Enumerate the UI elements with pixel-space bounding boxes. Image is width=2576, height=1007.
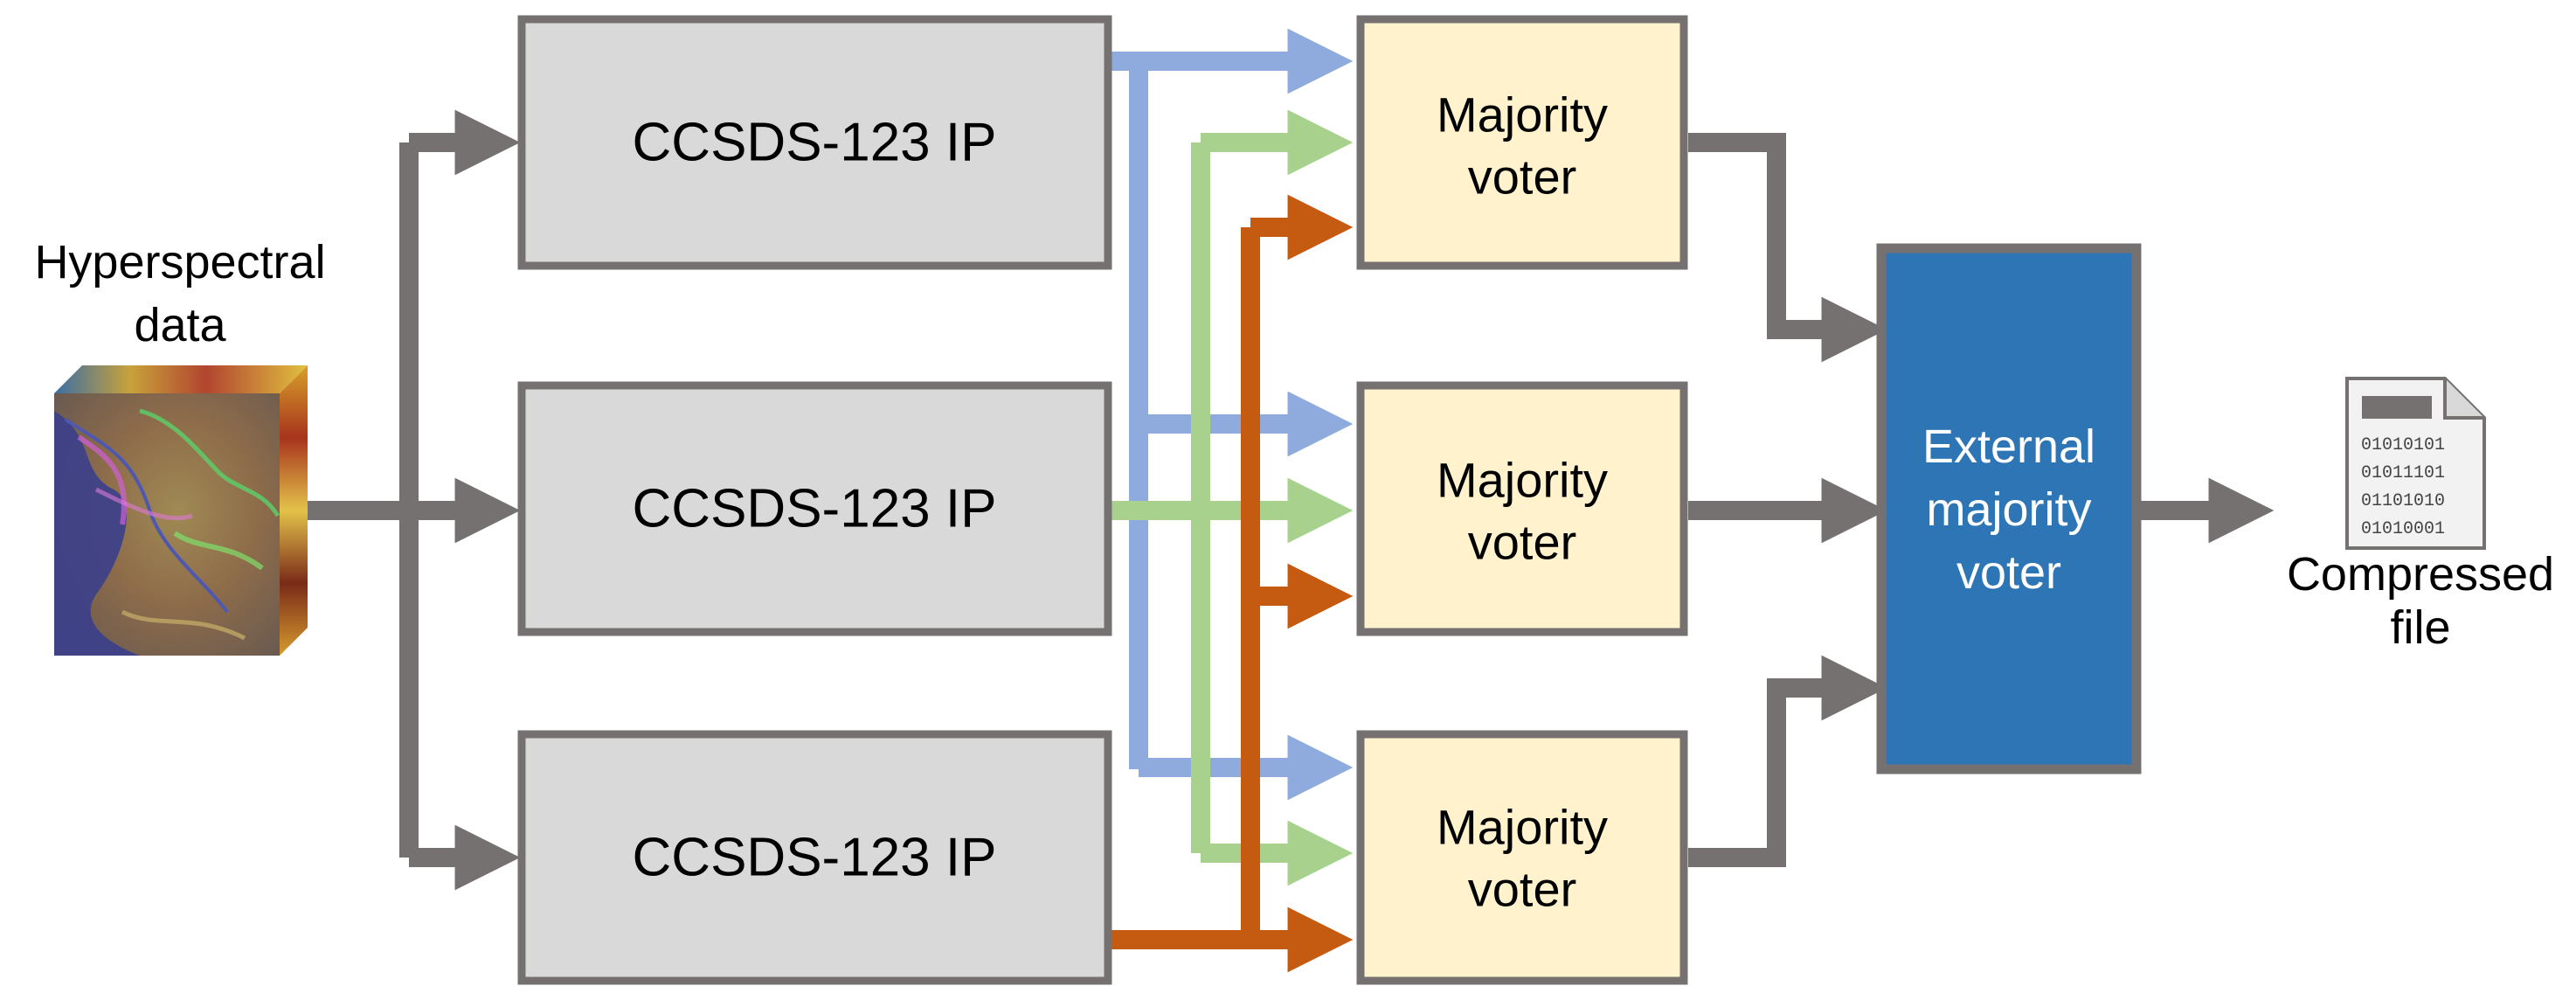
- voter-label-line-2: voter: [1468, 515, 1577, 570]
- hyperspectral-cube-icon: [54, 365, 308, 656]
- file-bits-line-4: 01010001: [2361, 519, 2445, 539]
- majority-voter-3: Majority voter: [1356, 730, 1688, 985]
- voter-label-line-2: voter: [1468, 149, 1577, 205]
- ip-block-2: CCSDS-123 IP: [517, 381, 1112, 636]
- output-label-line-1: Compressed: [2287, 548, 2554, 601]
- file-bits-line-2: 01011101: [2361, 463, 2445, 483]
- output-label-line-2: file: [2390, 601, 2450, 654]
- arrow-voter-1-to-external: [1688, 133, 1887, 363]
- voter-label-line-2: voter: [1468, 862, 1577, 917]
- voter-to-external-connectors: [1688, 133, 2275, 867]
- input-label-line-2: data: [134, 299, 226, 351]
- ip-block-label: CCSDS-123 IP: [633, 113, 997, 173]
- blue-bus: [1111, 28, 1354, 801]
- ip-block-label: CCSDS-123 IP: [633, 479, 997, 539]
- file-bits-line-3: 01101010: [2361, 491, 2445, 511]
- ip-block-3: CCSDS-123 IP: [517, 730, 1112, 985]
- file-bits-line-1: 01010101: [2361, 435, 2445, 455]
- voter-label-line-1: Majority: [1437, 800, 1608, 855]
- input-distribution-tree: [308, 109, 521, 891]
- majority-voter-2: Majority voter: [1356, 381, 1688, 636]
- majority-voter-1: Majority voter: [1356, 15, 1688, 270]
- compressed-file-icon: 01010101 01011101 01101010 01010001: [2345, 377, 2486, 550]
- external-voter-label-line-2: majority: [1926, 483, 2091, 536]
- ip-block-1: CCSDS-123 IP: [517, 15, 1112, 270]
- arrow-voter-3-to-external: [1688, 655, 1887, 867]
- ip-block-label: CCSDS-123 IP: [633, 828, 997, 888]
- external-voter-label-line-1: External: [1922, 420, 2095, 473]
- voter-label-line-1: Majority: [1437, 87, 1608, 142]
- external-majority-voter: External majority voter: [1876, 243, 2142, 774]
- orange-bus: [1111, 194, 1354, 973]
- input-label-line-1: Hyperspectral: [34, 236, 325, 288]
- voter-label-line-1: Majority: [1437, 453, 1608, 508]
- external-voter-label-line-3: voter: [1956, 546, 2061, 599]
